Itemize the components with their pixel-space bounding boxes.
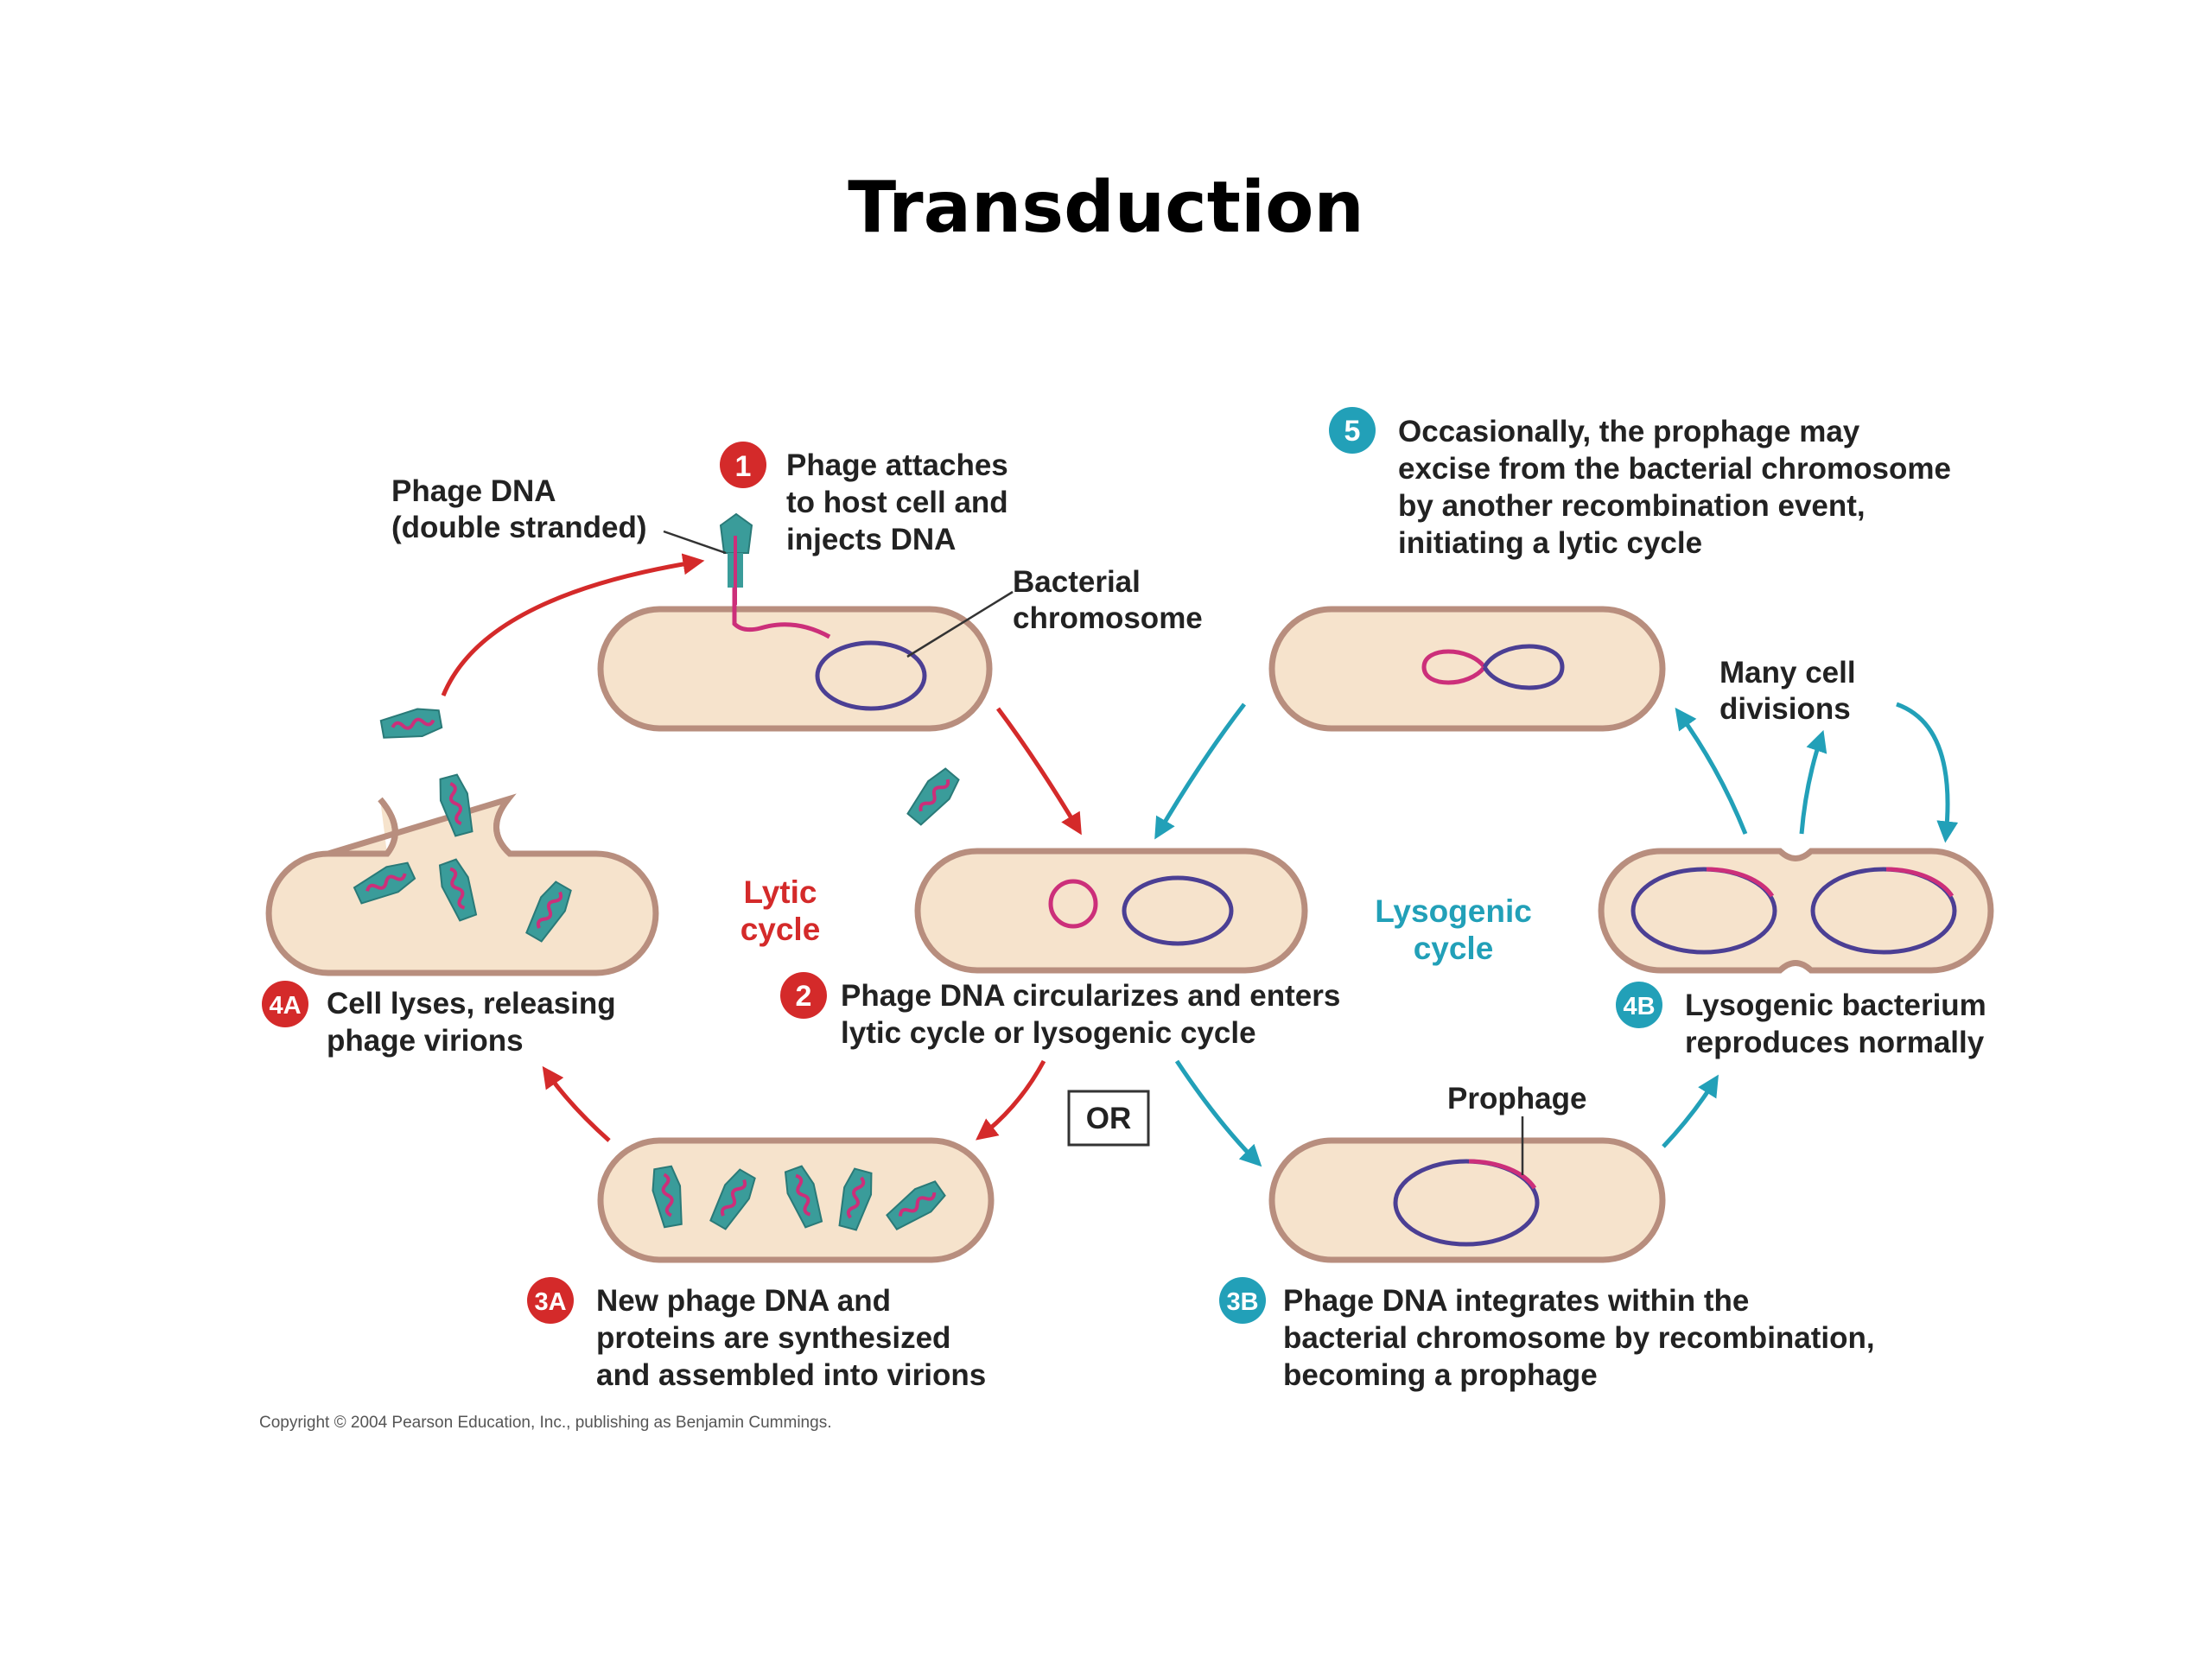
svg-text:Cell lyses, releasing: Cell lyses, releasing <box>327 987 616 1020</box>
bacterial-chromosome <box>815 640 927 711</box>
many-cell-divisions-label-sub: divisions <box>1719 692 1851 726</box>
many-cell-divisions-label: Many cell <box>1719 656 1856 690</box>
svg-text:4B: 4B <box>1623 993 1655 1020</box>
svg-text:4A: 4A <box>269 992 301 1020</box>
step-badge <box>527 1277 574 1324</box>
step-1: 1 Phage attaches to host cell and inject… <box>720 442 1008 556</box>
attached-phage-icon <box>719 512 753 605</box>
cell-virion-assembly <box>597 1137 995 1263</box>
lysogenic-cycle-label-sub: cycle <box>1414 931 1494 966</box>
bacterial-cell <box>1268 1137 1666 1263</box>
phage-virion-icon <box>901 763 965 830</box>
step-badge <box>1219 1277 1266 1324</box>
step-2: 2 Phage DNA circularizes and enters lyti… <box>780 972 1340 1050</box>
lytic-arrows <box>441 553 1082 1142</box>
svg-text:3A: 3A <box>534 1288 566 1316</box>
injected-phage-dna <box>732 584 831 639</box>
svg-text:reproduces normally: reproduces normally <box>1685 1026 1985 1059</box>
svg-text:2: 2 <box>796 980 812 1013</box>
pointer-line <box>906 590 1014 658</box>
bacterial-chromosome <box>1393 1159 1540 1247</box>
svg-text:OR: OR <box>1086 1102 1132 1135</box>
circular-phage-dna <box>1048 879 1098 929</box>
step-4b: 4B Lysogenic bacterium reproduces normal… <box>1616 982 1986 1059</box>
cell-prophage <box>1268 1137 1666 1263</box>
svg-text:becoming a prophage: becoming a prophage <box>1283 1358 1598 1392</box>
svg-text:1: 1 <box>735 450 752 483</box>
prophage-label: Prophage <box>1447 1082 1586 1116</box>
svg-text:Occasionally, the prophage may: Occasionally, the prophage may <box>1398 415 1860 448</box>
bacterial-chromosome <box>1122 875 1234 946</box>
integrated-prophage <box>1468 1159 1537 1190</box>
bacterial-chromosome <box>1482 644 1565 690</box>
pointer-line <box>663 530 727 555</box>
svg-text:to host cell and: to host cell and <box>786 486 1008 519</box>
svg-text:and assembled into virions: and assembled into virions <box>596 1358 986 1392</box>
bacterial-cell <box>1268 606 1666 732</box>
bacterial-cell <box>914 848 1308 974</box>
svg-text:excise from the bacterial chro: excise from the bacterial chromosome <box>1398 452 1951 486</box>
phage-dna-label-sub: (double stranded) <box>391 511 647 544</box>
step-badge <box>1616 982 1662 1028</box>
svg-text:by another recombination event: by another recombination event, <box>1398 489 1866 523</box>
bacterial-chromosome <box>1810 867 1957 955</box>
bacterial-chromosome-label-sub: chromosome <box>1013 601 1203 635</box>
svg-text:Phage attaches: Phage attaches <box>786 448 1008 482</box>
lysogenic-cycle-label: Lysogenic <box>1375 893 1532 929</box>
or-box: OR <box>1067 1090 1150 1147</box>
svg-text:injects DNA: injects DNA <box>786 523 956 556</box>
lysogenic-arrows <box>1154 702 1959 1167</box>
cell-lysed <box>265 703 659 976</box>
cell-attachment <box>597 512 993 830</box>
dividing-bacterial-cell <box>1598 848 1994 974</box>
phage-dna-label: Phage DNA <box>391 474 556 508</box>
bacterial-chromosome <box>1630 867 1777 955</box>
lytic-cycle-label-sub: cycle <box>741 912 821 947</box>
svg-text:5: 5 <box>1344 415 1361 448</box>
svg-text:proteins are synthesized: proteins are synthesized <box>596 1321 950 1355</box>
cell-circularized <box>914 848 1308 974</box>
svg-text:Phage DNA integrates within th: Phage DNA integrates within the <box>1283 1284 1749 1318</box>
step-badge <box>720 442 766 488</box>
step-5: 5 Occasionally, the prophage may excise … <box>1329 407 1951 560</box>
bacterial-chromosome-label: Bacterial <box>1013 565 1141 599</box>
svg-text:phage virions: phage virions <box>327 1024 524 1058</box>
page-title: Transduction <box>848 167 1364 249</box>
excising-prophage-loop <box>1421 649 1486 685</box>
step-3a: 3A New phage DNA and proteins are synthe… <box>527 1277 986 1392</box>
svg-text:Phage DNA circularizes and ent: Phage DNA circularizes and enters <box>841 979 1340 1013</box>
svg-text:bacterial chromosome by recomb: bacterial chromosome by recombination, <box>1283 1321 1875 1355</box>
step-badge <box>780 972 827 1019</box>
svg-text:3B: 3B <box>1226 1288 1258 1316</box>
cell-dividing <box>1598 848 1994 974</box>
step-4a: 4A Cell lyses, releasing phage virions <box>262 981 616 1058</box>
step-badge <box>1329 407 1376 454</box>
svg-text:New phage DNA and: New phage DNA and <box>596 1284 891 1318</box>
bacterial-cell <box>597 606 993 732</box>
svg-text:initiating a lytic cycle: initiating a lytic cycle <box>1398 526 1702 560</box>
cell-excision <box>1268 606 1666 732</box>
step-badge <box>262 981 308 1027</box>
virion-icon <box>378 703 445 745</box>
lytic-cycle-label: Lytic <box>744 874 817 910</box>
svg-text:lytic cycle or lysogenic cycle: lytic cycle or lysogenic cycle <box>841 1016 1256 1050</box>
svg-text:Lysogenic bacterium: Lysogenic bacterium <box>1685 988 1986 1022</box>
step-3b: 3B Phage DNA integrates within the bacte… <box>1219 1277 1875 1392</box>
copyright-text: Copyright © 2004 Pearson Education, Inc.… <box>259 1414 831 1432</box>
